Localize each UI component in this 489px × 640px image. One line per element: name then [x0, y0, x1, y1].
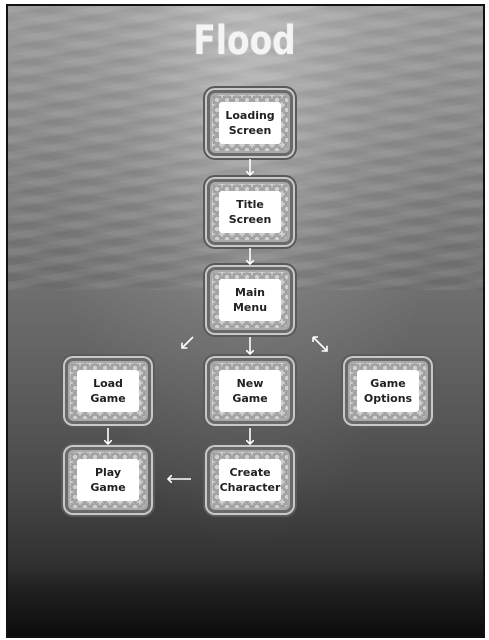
- node-title-screen: Title Screen: [207, 179, 293, 245]
- node-game-options: Game Options: [345, 358, 431, 424]
- sea-floor: [8, 566, 483, 636]
- node-label: Create Character: [219, 459, 281, 501]
- node-label: Loading Screen: [219, 102, 281, 144]
- node-load-game: Load Game: [65, 358, 151, 424]
- node-create-character: Create Character: [207, 447, 293, 513]
- node-label: New Game: [219, 370, 281, 412]
- arrow-bidirectional-icon: [312, 336, 327, 351]
- node-label: Title Screen: [219, 191, 281, 233]
- node-label: Game Options: [357, 370, 419, 412]
- arrow-diagonal-icon: [182, 336, 194, 348]
- node-play-game: Play Game: [65, 447, 151, 513]
- node-label: Play Game: [77, 459, 139, 501]
- node-main-menu: Main Menu: [207, 267, 293, 333]
- node-label: Load Game: [77, 370, 139, 412]
- node-new-game: New Game: [207, 358, 293, 424]
- diagram-title: Flood: [193, 18, 296, 64]
- node-loading-screen: Loading Screen: [207, 90, 293, 156]
- node-label: Main Menu: [219, 279, 281, 321]
